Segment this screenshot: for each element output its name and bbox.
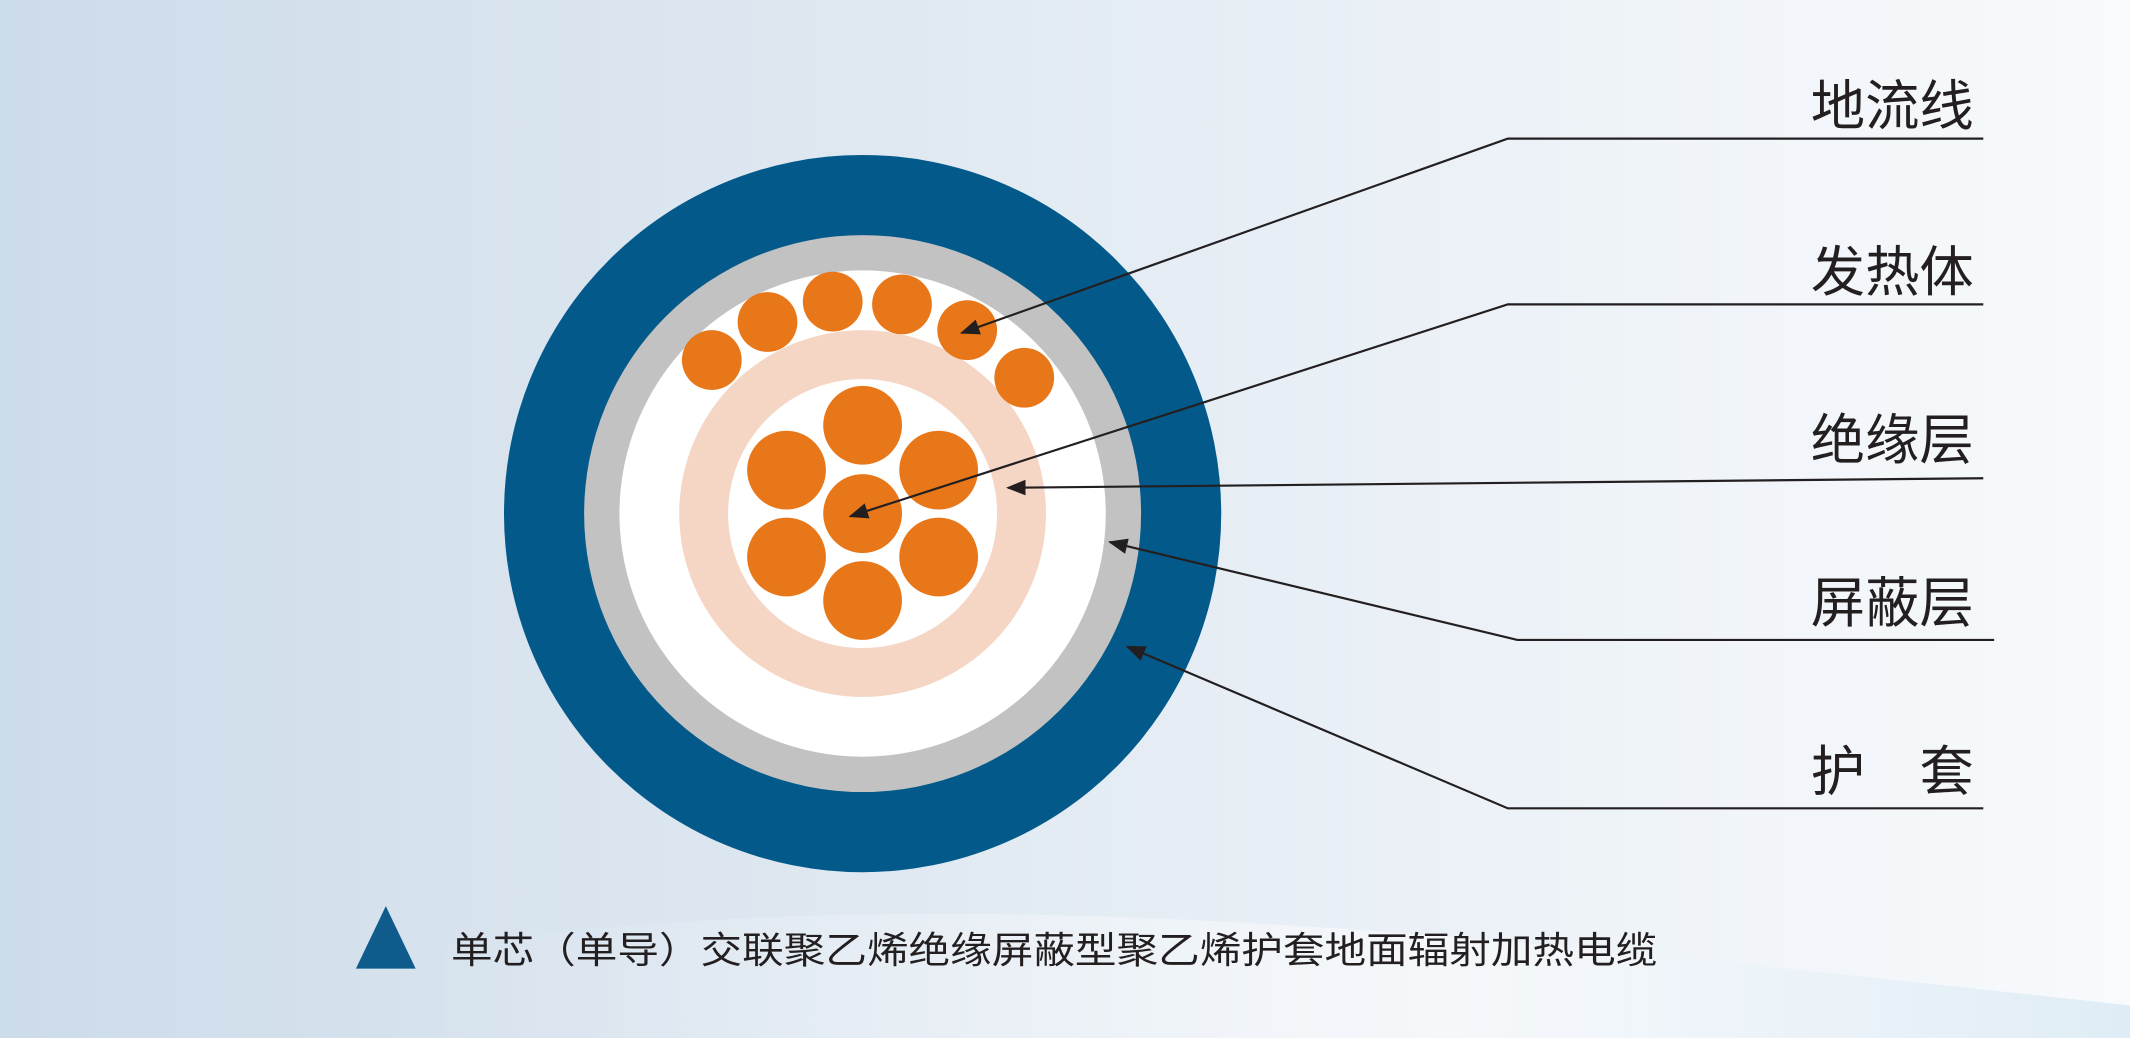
leader-heating-element [848, 303, 1984, 519]
label-heating-element: 发热体 [1811, 241, 1974, 304]
background-wave [407, 913, 2130, 1038]
ground-wires [681, 271, 1055, 408]
label-ground-wire: 地流线 [1811, 75, 1974, 138]
conductor-strand [823, 561, 902, 640]
triangle-bullet-icon [355, 906, 416, 969]
label-insulation: 绝缘层 [1811, 409, 1974, 472]
label-shield: 屏蔽层 [1811, 572, 1974, 635]
conductor-strand [899, 517, 979, 597]
leader-sheath [1125, 645, 1984, 810]
heating-conductors [747, 385, 979, 640]
conductor-strand [747, 517, 826, 597]
ground-strand [994, 347, 1055, 408]
conductor-strand [823, 385, 902, 465]
conductor-strand [747, 430, 826, 510]
label-sheath: 护 套 [1811, 741, 1974, 804]
ground-strand [802, 271, 863, 332]
ground-strand [681, 330, 742, 390]
leader-insulation [1005, 477, 1984, 496]
conductor-strand [899, 430, 979, 510]
leader-ground-wire [959, 137, 1984, 335]
leader-shield [1107, 538, 1995, 641]
conductor-strand [823, 474, 902, 553]
ground-strand [872, 274, 932, 335]
ground-strand [737, 292, 798, 352]
leader-lines [848, 137, 1995, 810]
caption: 单芯（单导）交联聚乙烯绝缘屏蔽型聚乙烯护套地面辐射加热电缆 [451, 929, 1657, 972]
